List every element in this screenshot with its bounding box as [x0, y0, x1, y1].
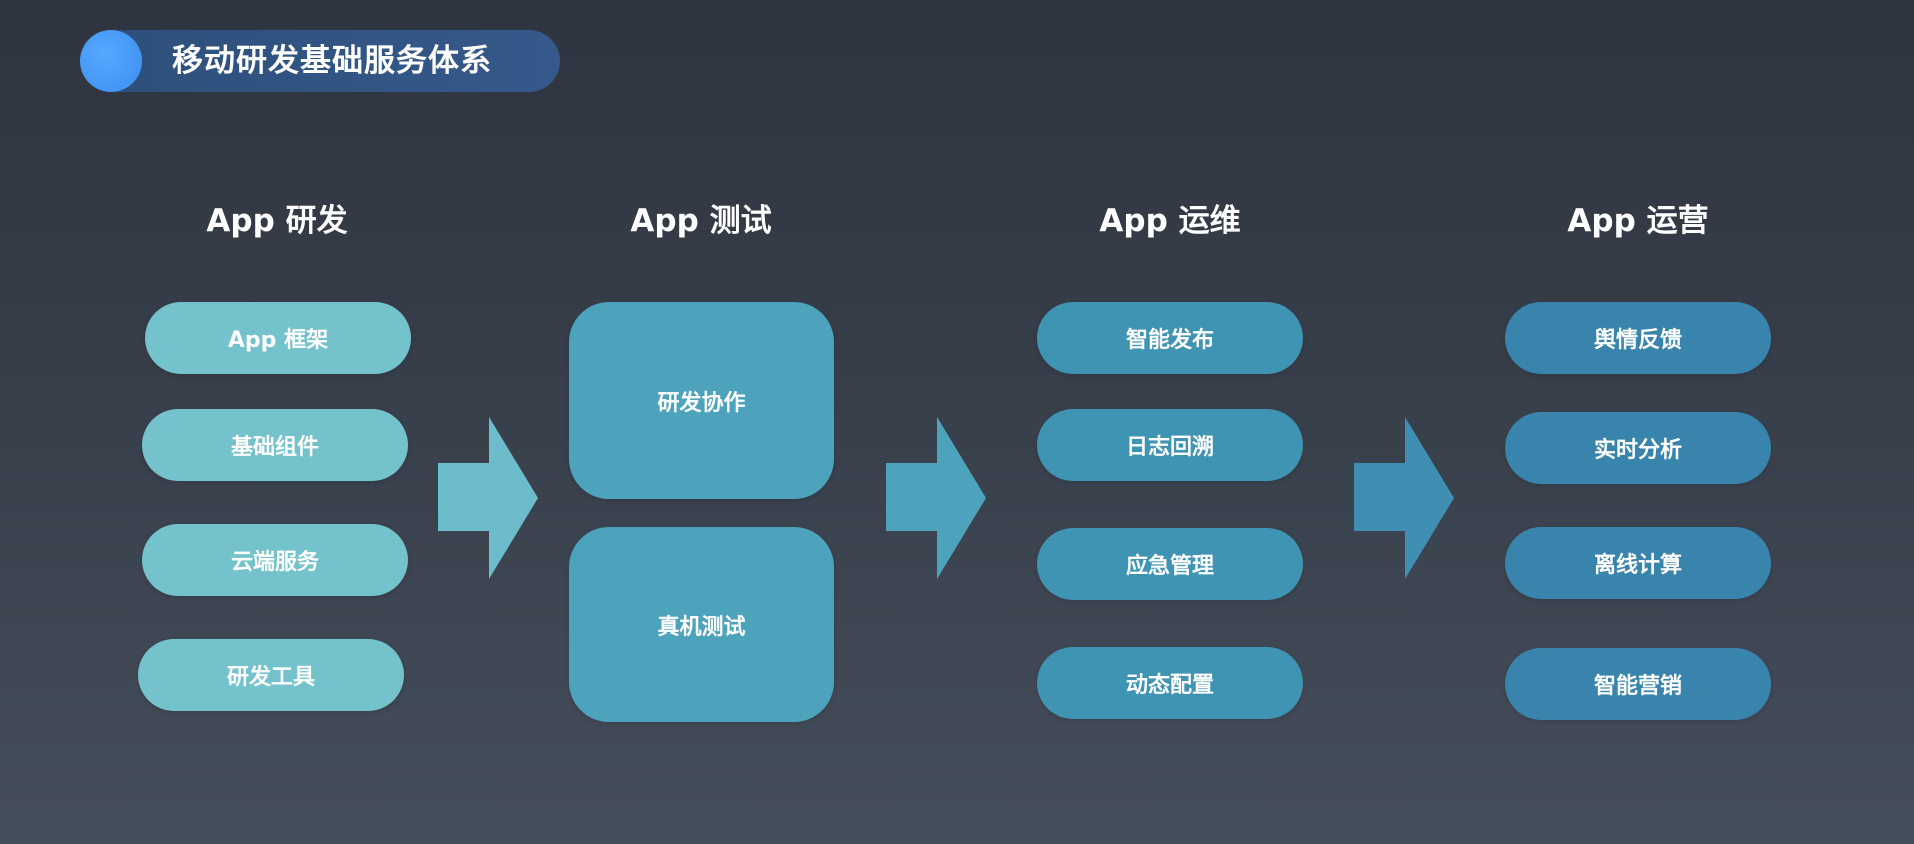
- dev-item-cloud-service: 云端服务: [142, 524, 408, 596]
- flow-arrow-3: [1354, 417, 1454, 579]
- flow-arrow-2-shape: [886, 417, 986, 579]
- operate-item-realtime-analysis: 实时分析: [1505, 412, 1771, 484]
- flow-arrow-3-shape: [1354, 417, 1454, 579]
- flow-arrow-1: [438, 417, 538, 579]
- title-banner: 移动研发基础服务体系: [80, 30, 560, 92]
- heading-app-test: App 测试: [630, 203, 772, 239]
- operate-item-feedback: 舆情反馈: [1505, 302, 1771, 374]
- ops-item-log-trace: 日志回溯: [1037, 409, 1303, 481]
- ops-item-emergency-mgmt: 应急管理: [1037, 528, 1303, 600]
- dev-item-base-components: 基础组件: [142, 409, 408, 481]
- flow-arrow-1-shape: [438, 417, 538, 579]
- operate-item-smart-marketing: 智能营销: [1505, 648, 1771, 720]
- heading-app-operate: App 运营: [1567, 203, 1709, 239]
- ops-item-dynamic-config: 动态配置: [1037, 647, 1303, 719]
- ops-item-smart-release: 智能发布: [1037, 302, 1303, 374]
- test-item-device-testing: 真机测试: [569, 527, 834, 722]
- test-item-collaboration: 研发协作: [569, 302, 834, 499]
- dev-item-dev-tools: 研发工具: [138, 639, 404, 711]
- dev-item-app-framework: App 框架: [145, 302, 411, 374]
- page-title: 移动研发基础服务体系: [172, 43, 492, 79]
- operate-item-offline-compute: 离线计算: [1505, 527, 1771, 599]
- heading-app-dev: App 研发: [206, 203, 348, 239]
- heading-app-ops: App 运维: [1099, 203, 1241, 239]
- title-dot-icon: [80, 30, 142, 92]
- flow-arrow-2: [886, 417, 986, 579]
